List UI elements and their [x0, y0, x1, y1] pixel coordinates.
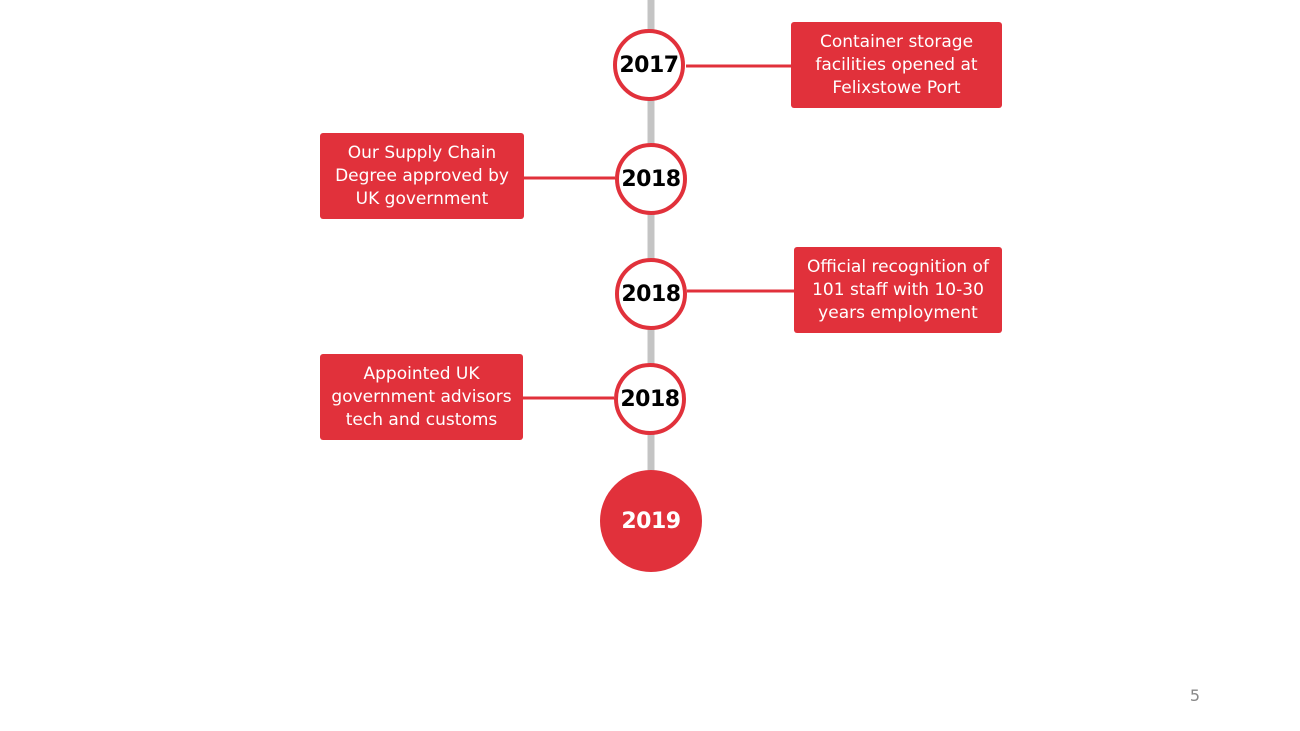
year-circle: 2017	[613, 29, 685, 101]
year-circle: 2018	[615, 143, 687, 215]
event-box: Container storage facilities opened at F…	[791, 22, 1002, 108]
event-box: Official recognition of 101 staff with 1…	[794, 247, 1002, 333]
year-circle: 2018	[614, 363, 686, 435]
event-box: Appointed UK government advisors tech an…	[320, 354, 523, 440]
final-year-circle: 2019	[600, 470, 702, 572]
event-box: Our Supply Chain Degree approved by UK g…	[320, 133, 524, 219]
year-circle: 2018	[615, 258, 687, 330]
page-number: 5	[1189, 686, 1201, 705]
